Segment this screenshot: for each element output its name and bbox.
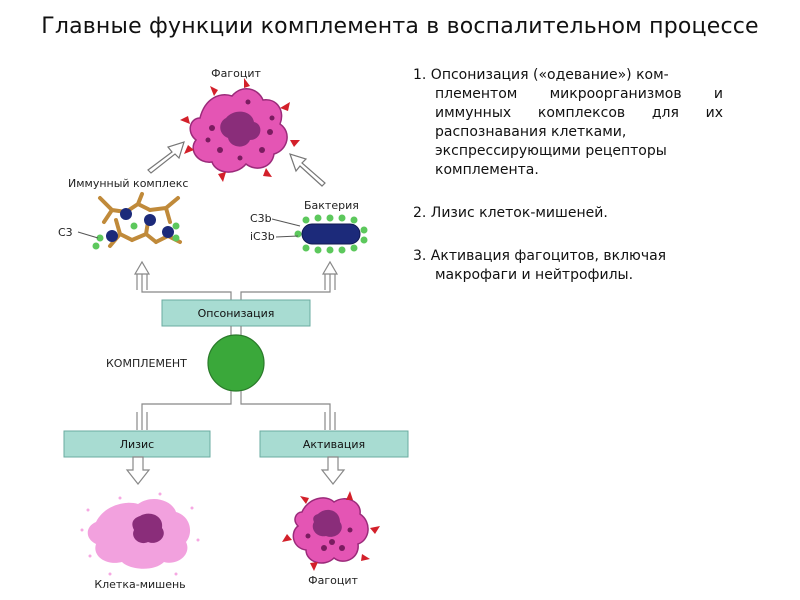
opsonization-box [161,299,311,327]
phagocyte-bottom-label: Фагоцит [308,574,358,587]
c3b-label: C3b [250,212,272,225]
arrows-down [125,456,346,485]
phagocyte-top-label: Фагоцит [211,67,261,80]
bacteria-icon [294,214,368,254]
list-item-activation-line: макрофаги и нейтрофилы. [435,267,634,283]
list-item-opsonization-heading: 1. Опсонизация («одевание») ком- [413,67,669,83]
complement-circle [207,334,265,392]
functions-list: 1. Опсонизация («одевание») ком- племент… [413,66,723,285]
immune-complex-label: Иммунный комплекс [68,177,188,190]
list-item-activation: 3. Активация фагоцитов, включая макрофаг… [413,247,723,285]
c3b-pointer [271,218,301,227]
complement-branch-arrows [136,391,336,430]
bacteria-label: Бактерия [304,199,359,212]
target-cell-icon [80,492,200,576]
arrow-to-phagocyte-right [289,153,326,187]
list-item-opsonization: 1. Опсонизация («одевание») ком- племент… [413,66,723,180]
list-item-activation-heading: 3. Активация фагоцитов, включая [413,248,667,264]
list-item-opsonization-line: комплемента. [435,162,539,178]
activation-label: Активация [303,438,365,451]
c3-pointer [77,231,99,239]
opsonization-label: Опсонизация [198,307,275,320]
arrow-to-phagocyte-left [147,141,185,174]
list-item-opsonization-line: экспрессирующими рецепторы [435,143,667,159]
list-item-lysis: 2. Лизис клеток-мишеней. [413,204,723,223]
target-cell-label: Клетка-мишень [94,578,185,591]
phagocyte-top-icon [180,78,300,182]
complement-label: КОМПЛЕМЕНТ [106,357,187,370]
list-item-lysis-heading: 2. Лизис клеток-мишеней. [413,205,608,221]
list-item-opsonization-line: плементом микроорганизмов и [435,86,723,102]
list-item-opsonization-line: иммунных комплексов для их [435,105,723,121]
activation-box [259,430,409,458]
ic3b-label: iC3b [250,230,275,243]
immune-complex-antigens [92,208,180,250]
list-item-opsonization-line: распознавания клетками, [435,124,627,140]
lysis-box [63,430,211,458]
phagocyte-bottom-icon [282,491,380,571]
c3-label: C3 [58,226,73,239]
page-title: Главные функции комплемента в воспалител… [41,14,759,39]
ic3b-pointer [275,235,299,238]
opsonization-branch-arrows [133,260,339,300]
lysis-label: Лизис [120,438,154,451]
